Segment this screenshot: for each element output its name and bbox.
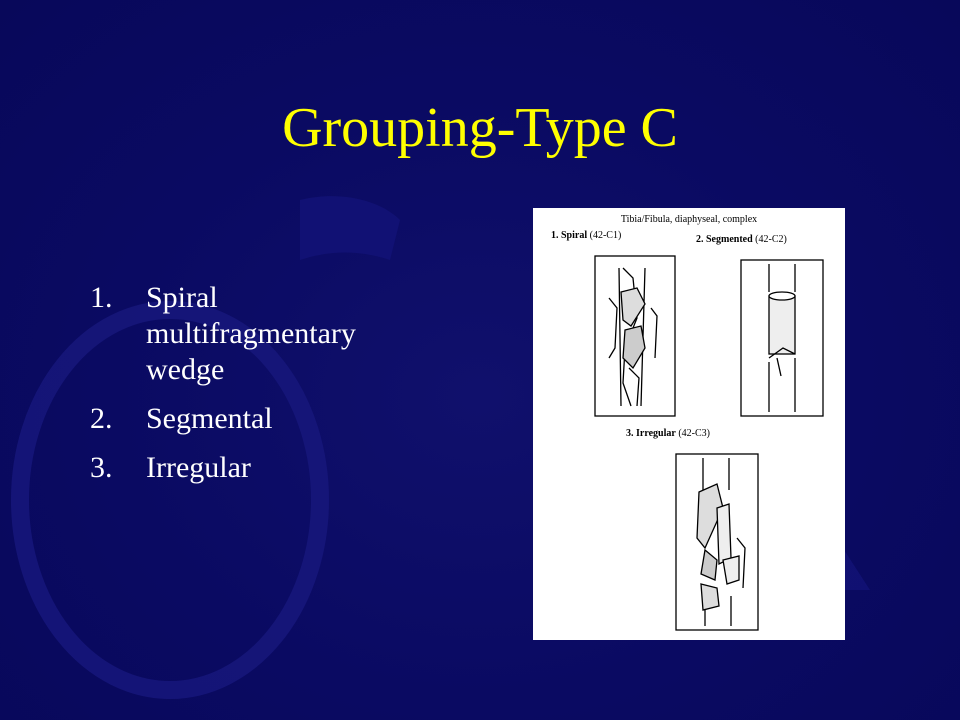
panel-label-bold: 3. Irregular [626, 428, 676, 439]
panel-label-spiral: 1. Spiral (42-C1) [551, 230, 621, 241]
figure-heading: Tibia/Fibula, diaphyseal, complex [621, 214, 757, 225]
fracture-classification-figure: Tibia/Fibula, diaphyseal, complex 1. Spi… [533, 208, 845, 640]
panel-label-segmented: 2. Segmented (42-C2) [696, 234, 787, 245]
irregular-fracture-drawing [675, 453, 759, 631]
panel-label-code: (42-C1) [587, 230, 621, 241]
panel-label-bold: 2. Segmented [696, 234, 753, 245]
panel-label-code: (42-C2) [753, 234, 787, 245]
list-item-text: Spiral multifragmentary wedge [146, 281, 356, 386]
list-item-text: Irregular [146, 451, 251, 484]
fracture-illustration: Tibia/Fibula, diaphyseal, complex 1. Spi… [551, 214, 824, 631]
panel-label-irregular: 3. Irregular (42-C3) [626, 428, 710, 439]
list-item: 1. Spiral multifragmentary wedge [82, 280, 422, 388]
panel-label-bold: 1. Spiral [551, 230, 587, 241]
list-item: 2. Segmental [82, 401, 422, 437]
panel-label-code: (42-C3) [676, 428, 710, 439]
list-item: 3. Irregular [82, 450, 422, 486]
spiral-fracture-drawing [594, 255, 676, 417]
bullet-list: 1. Spiral multifragmentary wedge 2. Segm… [82, 280, 422, 499]
list-item-text: Segmental [146, 402, 273, 435]
list-item-number: 1. [90, 281, 113, 314]
list-item-number: 3. [90, 451, 113, 484]
segmented-fracture-drawing [740, 259, 824, 417]
slide-title: Grouping-Type C [282, 97, 678, 159]
list-item-number: 2. [90, 402, 113, 435]
